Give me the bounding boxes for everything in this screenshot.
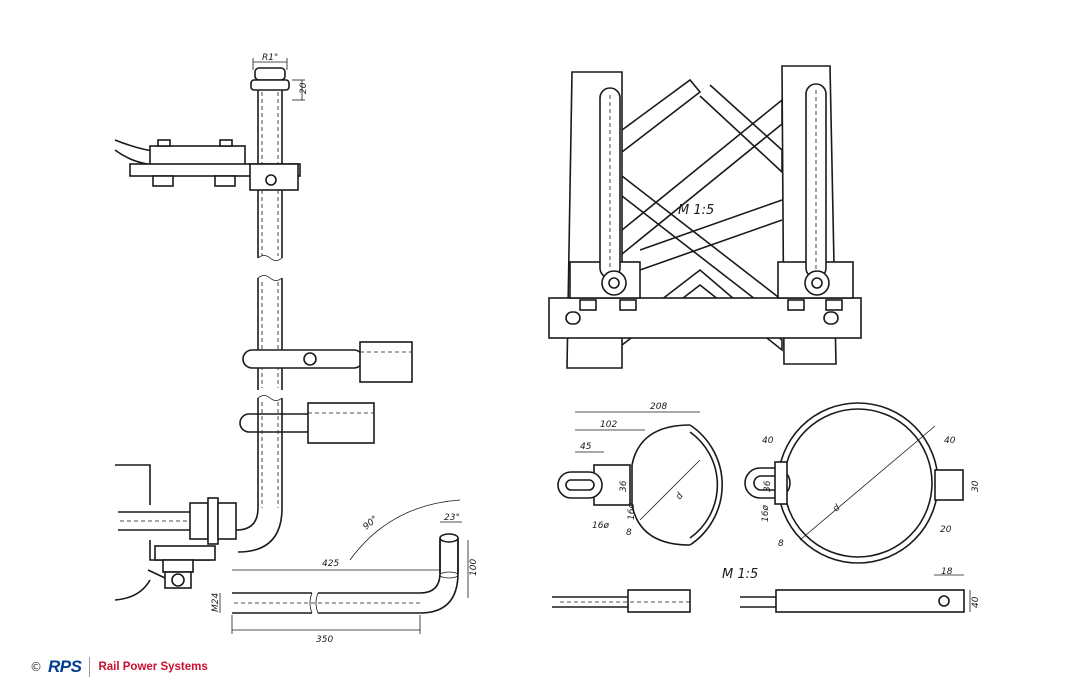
logo-text: RPS — [48, 657, 82, 676]
dim-102: 102 — [600, 420, 617, 430]
dim-40-right-a: 40 — [762, 436, 774, 446]
dim-16-left-a: 16ø — [592, 521, 609, 531]
dim-8-right: 8 — [778, 539, 784, 549]
rod-bent-detail: 425 350 M24 90° 23° 100 — [211, 499, 479, 645]
dim-20-top: 20 — [299, 82, 309, 94]
dim-40-right-b: 40 — [944, 436, 956, 446]
dim-d-left: d — [674, 491, 686, 502]
dim-16-right: 16ø — [761, 505, 771, 522]
company-name: Rail Power Systems — [98, 661, 208, 673]
dim-45: 45 — [580, 442, 592, 452]
dim-m24: M24 — [211, 593, 221, 612]
dim-20-right: 20 — [940, 525, 952, 535]
dim-8-left: 8 — [626, 528, 632, 538]
dim-208: 208 — [650, 402, 667, 412]
dim-23: 23° — [444, 513, 460, 523]
dim-30: 30 — [971, 480, 981, 492]
dim-36-right: 36 — [763, 480, 773, 492]
rod-lower-assembly — [114, 395, 375, 601]
dim-16-left-b: 16ø — [627, 503, 637, 520]
rps-logo[interactable]: RPS Rail Power Systems — [48, 657, 208, 677]
copyright-symbol: © — [30, 660, 42, 674]
dim-d-right: d — [832, 503, 843, 515]
dim-r1: R1" — [262, 53, 278, 63]
dim-350: 350 — [316, 635, 333, 645]
clamp-detail-right: d 40 40 36 16ø 30 20 8 M 1:5 18 40 — [722, 402, 981, 613]
rod-middle-assembly — [242, 275, 413, 390]
dim-18: 18 — [941, 567, 953, 577]
dim-425: 425 — [322, 559, 339, 569]
scale-label-top: M 1:5 — [678, 203, 714, 218]
dim-40-bottom: 40 — [971, 596, 981, 608]
dim-36-left: 36 — [619, 480, 629, 492]
scale-label-bottom: M 1:5 — [722, 567, 758, 582]
rod-top-assembly: R1" 20 — [114, 53, 309, 261]
footer: © RPS Rail Power Systems — [30, 656, 208, 678]
dim-100: 100 — [469, 559, 479, 576]
logo-separator — [89, 657, 91, 677]
mast-view: M 1:5 — [548, 65, 862, 369]
dim-90: 90° — [362, 514, 381, 532]
clamp-detail-left: d 208 102 45 36 16ø 16ø 8 — [552, 402, 723, 613]
